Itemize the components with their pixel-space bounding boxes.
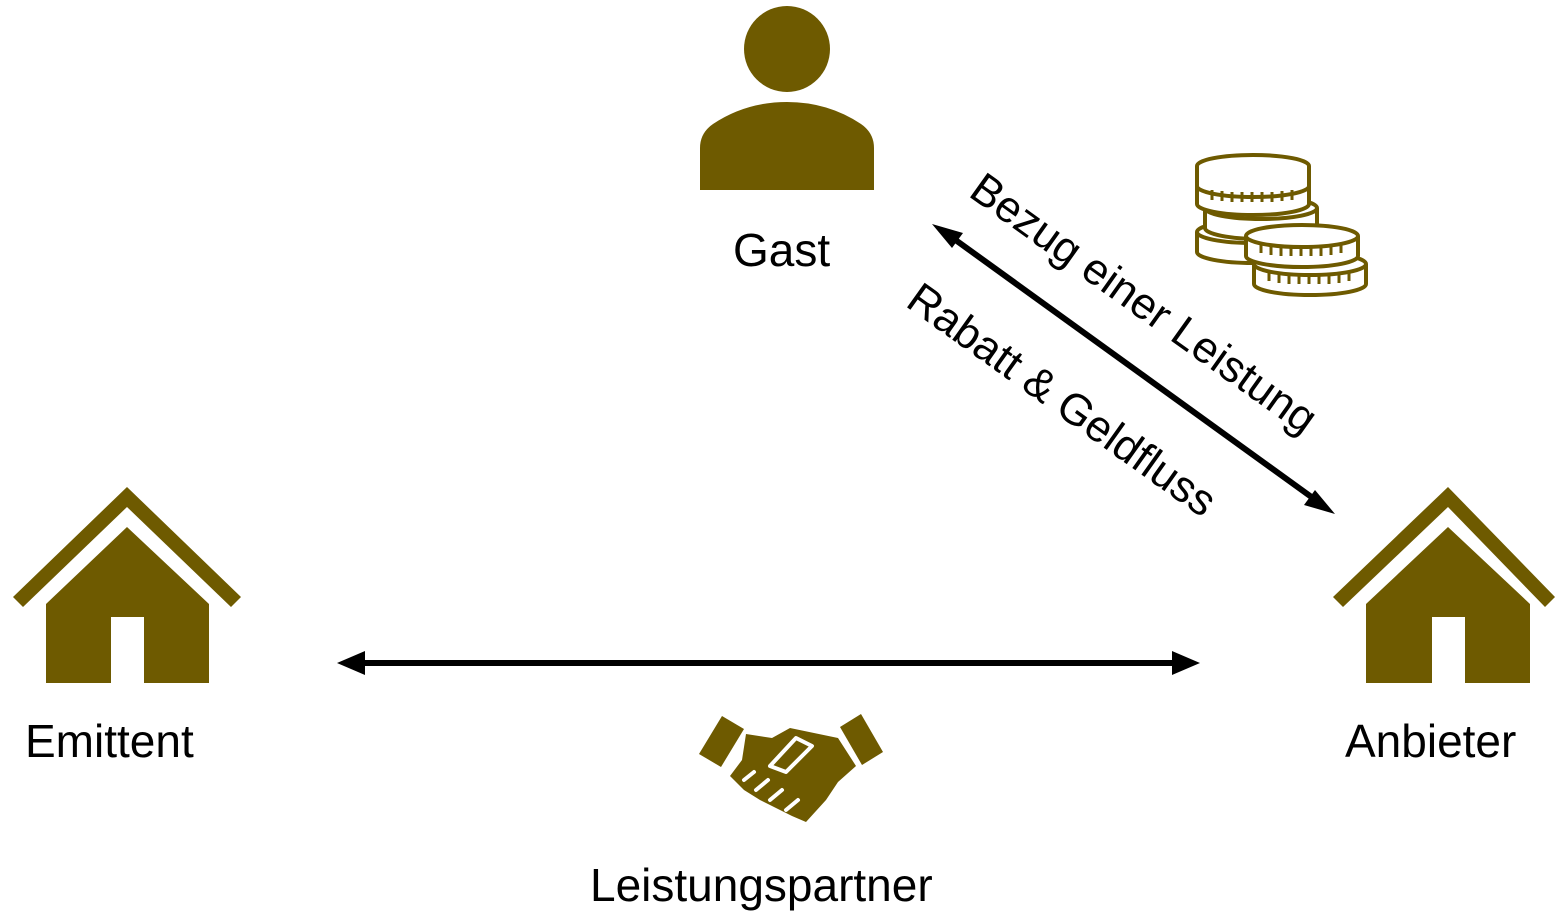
node-label-anbieter: Anbieter [1345, 715, 1517, 767]
gast-anbieter-arrow [932, 224, 1335, 514]
handshake-icon [699, 714, 883, 822]
node-label-emittent: Emittent [25, 715, 194, 767]
node-label-gast: Gast [733, 224, 831, 276]
coins-icon [1195, 153, 1368, 297]
person-icon [700, 6, 874, 190]
house-icon [1333, 487, 1555, 683]
house-icon [13, 487, 241, 683]
node-label-leistungspartner: Leistungspartner [590, 859, 933, 911]
emittent-anbieter-arrow [337, 651, 1200, 675]
coins-ridges [1210, 190, 1351, 284]
